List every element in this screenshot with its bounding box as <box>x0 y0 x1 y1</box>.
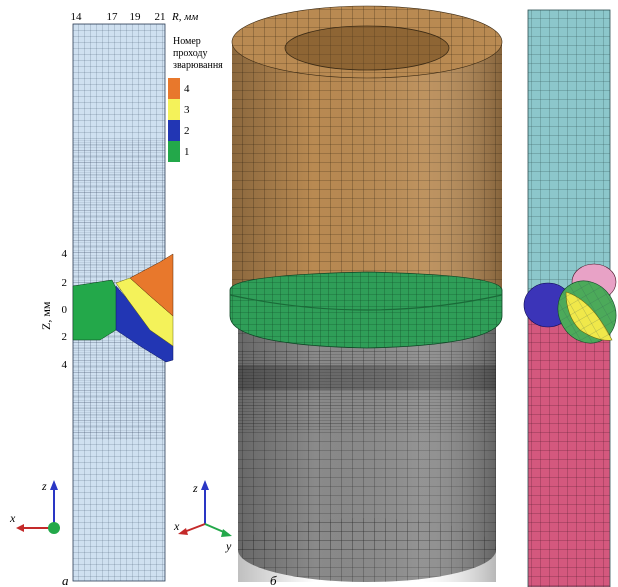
axis-x-label: x <box>9 511 16 525</box>
legend-label-4: 4 <box>184 83 190 95</box>
z-axis-label: Z, мм <box>39 301 53 330</box>
r-tick: 21 <box>155 11 166 23</box>
legend-swatch-4 <box>168 78 180 99</box>
legend-label-3: 3 <box>184 104 190 116</box>
coordinate-triad-b: z x y <box>173 480 232 553</box>
r-tick: 17 <box>107 11 119 23</box>
axis-y-label: y <box>225 539 232 553</box>
coordinate-triad-a: z x <box>9 479 60 534</box>
legend-title-line: Номер <box>173 36 201 47</box>
r-tick: 19 <box>130 11 142 23</box>
legend: Номер проходу зварювання 4 3 2 1 <box>168 36 223 162</box>
axis-x-label: x <box>173 519 180 533</box>
r-axis-unit: R, мм <box>171 11 198 23</box>
panel-b: z x y б <box>173 5 503 587</box>
axis-z-label: z <box>41 479 47 493</box>
caption-b: б <box>270 573 277 587</box>
caption-a: а <box>62 573 69 587</box>
z-tick: 4 <box>62 359 68 371</box>
z-tick: 2 <box>62 277 68 289</box>
legend-swatch-1 <box>168 141 180 162</box>
origin-marker <box>48 522 60 534</box>
z-tick: 0 <box>62 304 68 316</box>
z-tick: 2 <box>62 331 68 343</box>
legend-swatch-3 <box>168 99 180 120</box>
legend-title-line: зварювання <box>173 60 223 71</box>
z-tick: 4 <box>62 248 68 260</box>
panel-c <box>523 9 617 587</box>
legend-label-1: 1 <box>184 146 190 158</box>
axis-z-label: z <box>192 481 198 495</box>
legend-swatch-2 <box>168 120 180 141</box>
legend-label-2: 2 <box>184 125 190 137</box>
weld-pass-1 <box>72 279 121 341</box>
weld-pass-4 <box>129 253 174 317</box>
legend-title-line: проходу <box>173 48 208 59</box>
r-tick: 14 <box>71 11 83 23</box>
panel-a: 14 17 19 21 R, мм 4 2 0 2 4 Z, мм Номер … <box>9 11 223 587</box>
